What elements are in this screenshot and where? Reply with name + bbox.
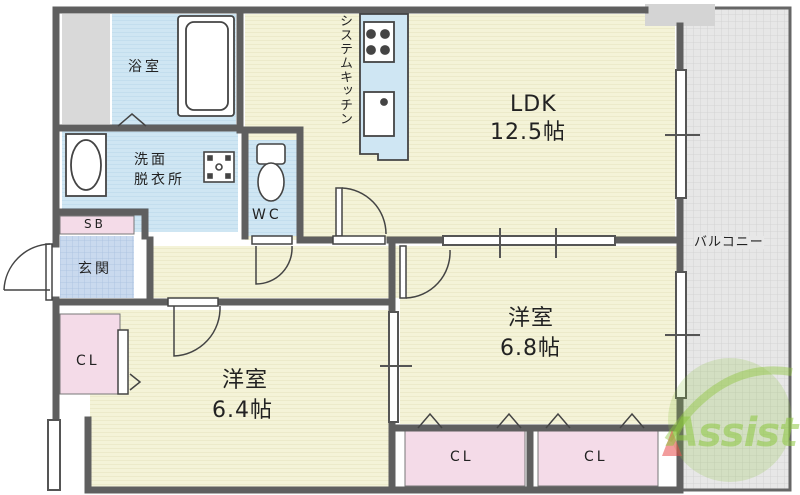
label-washroom: 洗面 脱衣所 — [134, 152, 185, 188]
entrance-floor — [60, 236, 134, 298]
doors — [3, 113, 645, 429]
sliding-door-ldk — [442, 228, 616, 258]
label-western1-size: 6.8帖 — [500, 336, 561, 361]
label-entrance: 玄関 — [78, 261, 112, 277]
sliding-door-western1 — [380, 311, 412, 423]
kitchen-counter — [359, 13, 409, 161]
label-bath: 浴室 — [128, 59, 162, 75]
closet-bottom-1 — [404, 429, 526, 487]
label-closet-bottom-2: CL — [584, 449, 608, 465]
pipe-shaft — [62, 14, 110, 124]
toilet — [256, 143, 286, 202]
label-western1-name: 洋室 — [508, 306, 555, 331]
hall-floor — [150, 246, 400, 298]
label-western2-size: 6.4帖 — [212, 398, 273, 423]
ldk-floor — [245, 14, 675, 240]
bathtub — [177, 15, 235, 117]
washing-machine-pan — [203, 151, 235, 183]
balcony-area — [680, 6, 792, 492]
shaft-top-right — [645, 4, 715, 26]
washbasin — [65, 133, 107, 197]
label-western2-name: 洋室 — [222, 368, 269, 393]
label-ldk-name: LDK — [510, 92, 557, 117]
label-sb: SB — [84, 217, 106, 231]
label-ldk-size: 12.5帖 — [490, 120, 566, 145]
western2-floor — [90, 310, 390, 488]
label-closet-bottom-1: CL — [450, 449, 474, 465]
windows — [47, 69, 700, 491]
label-wc: WC — [252, 207, 282, 223]
label-closet-left: CL — [76, 353, 100, 369]
label-balcony: バルコニー — [694, 235, 764, 250]
watermark-text: Assist — [668, 410, 798, 456]
label-kitchen: システムキッチン — [337, 14, 352, 126]
western1-floor — [400, 246, 678, 424]
closet-bottom-2 — [537, 429, 659, 487]
sb-shelf — [59, 215, 135, 235]
